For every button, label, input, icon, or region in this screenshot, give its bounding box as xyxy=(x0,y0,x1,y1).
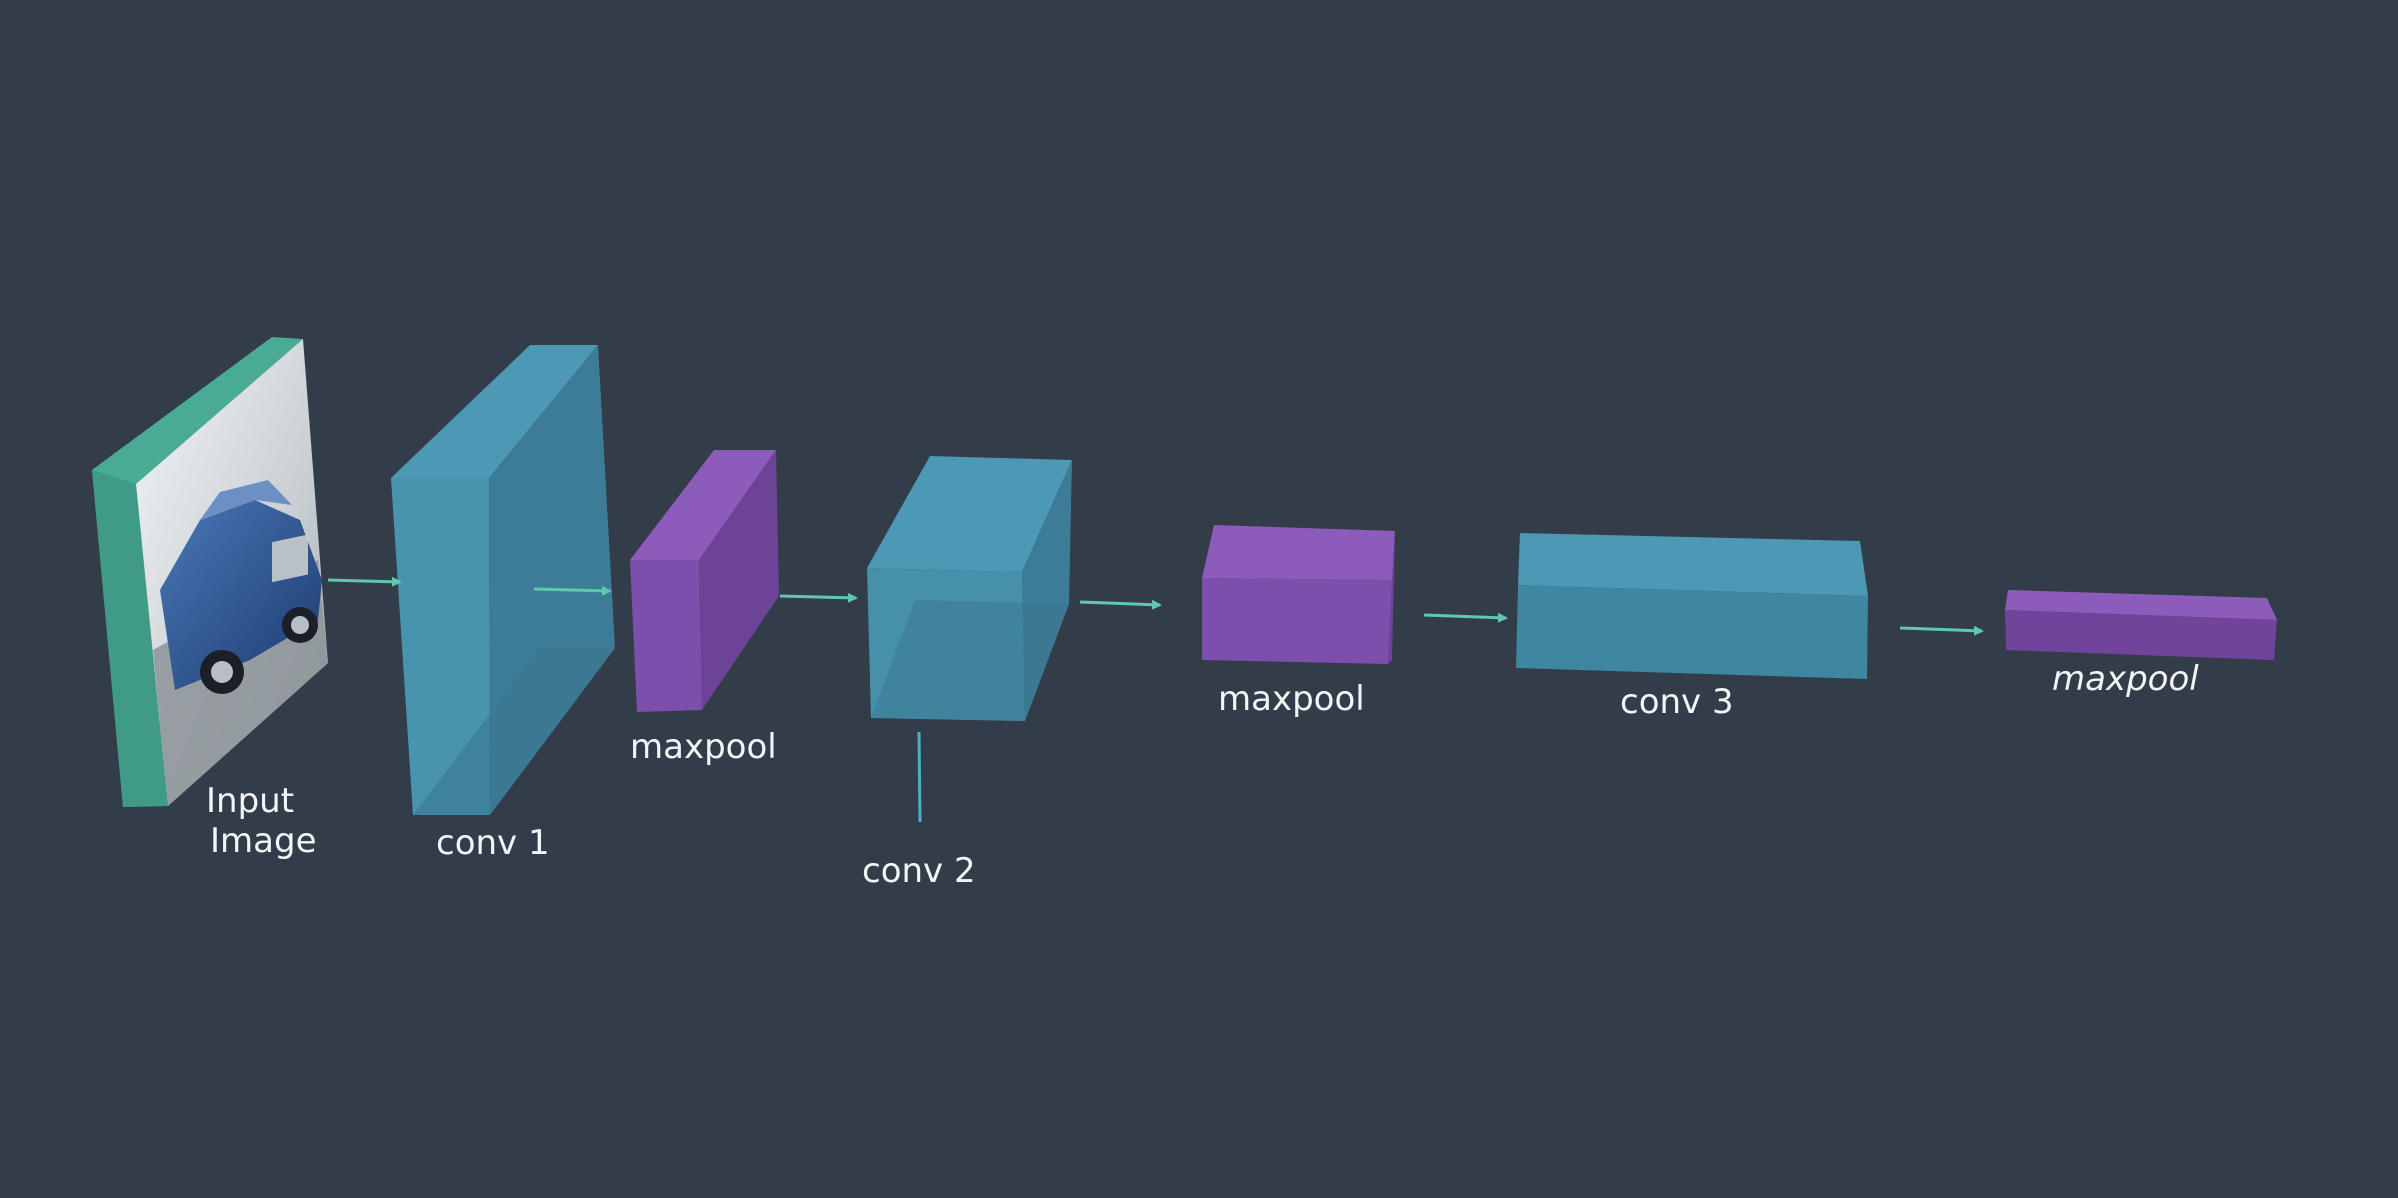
maxpool1-top-face xyxy=(630,450,776,560)
conv2-label: conv 2 xyxy=(862,851,976,891)
car-photo xyxy=(136,339,328,806)
conv3-block: conv 3 xyxy=(1516,533,1868,722)
maxpool2-side-face xyxy=(1388,531,1395,664)
flow-arrows xyxy=(327,576,1984,636)
maxpool2-top-face xyxy=(1202,525,1395,580)
conv2-top-face xyxy=(867,456,1072,572)
conv1-front-face xyxy=(391,478,490,815)
maxpool1-side-face xyxy=(699,450,779,710)
conv1-top-face xyxy=(391,345,598,478)
input-image-label-line-1: Input xyxy=(206,781,294,821)
arrow-input-to-conv1 xyxy=(327,576,402,587)
maxpool1-block: maxpool xyxy=(630,450,779,767)
maxpool2-front-face xyxy=(1202,578,1392,664)
maxpool1-front-face xyxy=(630,560,702,712)
maxpool2-label: maxpool xyxy=(1218,679,1365,719)
conv2-label-pointer xyxy=(917,731,922,823)
conv3-label: conv 3 xyxy=(1620,682,1734,722)
maxpool2-block: maxpool xyxy=(1202,525,1395,719)
arrow-conv3-to-maxpool3 xyxy=(1899,625,1984,636)
conv2-block: conv 2 xyxy=(862,456,1072,891)
arrow-conv1-to-maxpool1 xyxy=(533,585,612,596)
input-image-label-line-2: Image xyxy=(210,821,316,861)
input-image-layer: Input Image xyxy=(92,337,328,861)
conv1-block: conv 1 xyxy=(391,345,615,863)
maxpool3-label: maxpool xyxy=(2052,659,2199,699)
arrow-maxpool2-to-conv3 xyxy=(1423,612,1508,623)
arrow-conv2-to-maxpool2 xyxy=(1079,599,1162,610)
maxpool3-block: maxpool xyxy=(2005,590,2277,699)
maxpool3-front-face xyxy=(2005,610,2277,660)
conv3-top-face xyxy=(1518,533,1868,596)
arrow-maxpool1-to-conv2 xyxy=(779,592,858,603)
maxpool1-label: maxpool xyxy=(630,727,777,767)
conv1-label: conv 1 xyxy=(436,823,550,863)
conv3-front-face xyxy=(1516,585,1868,679)
